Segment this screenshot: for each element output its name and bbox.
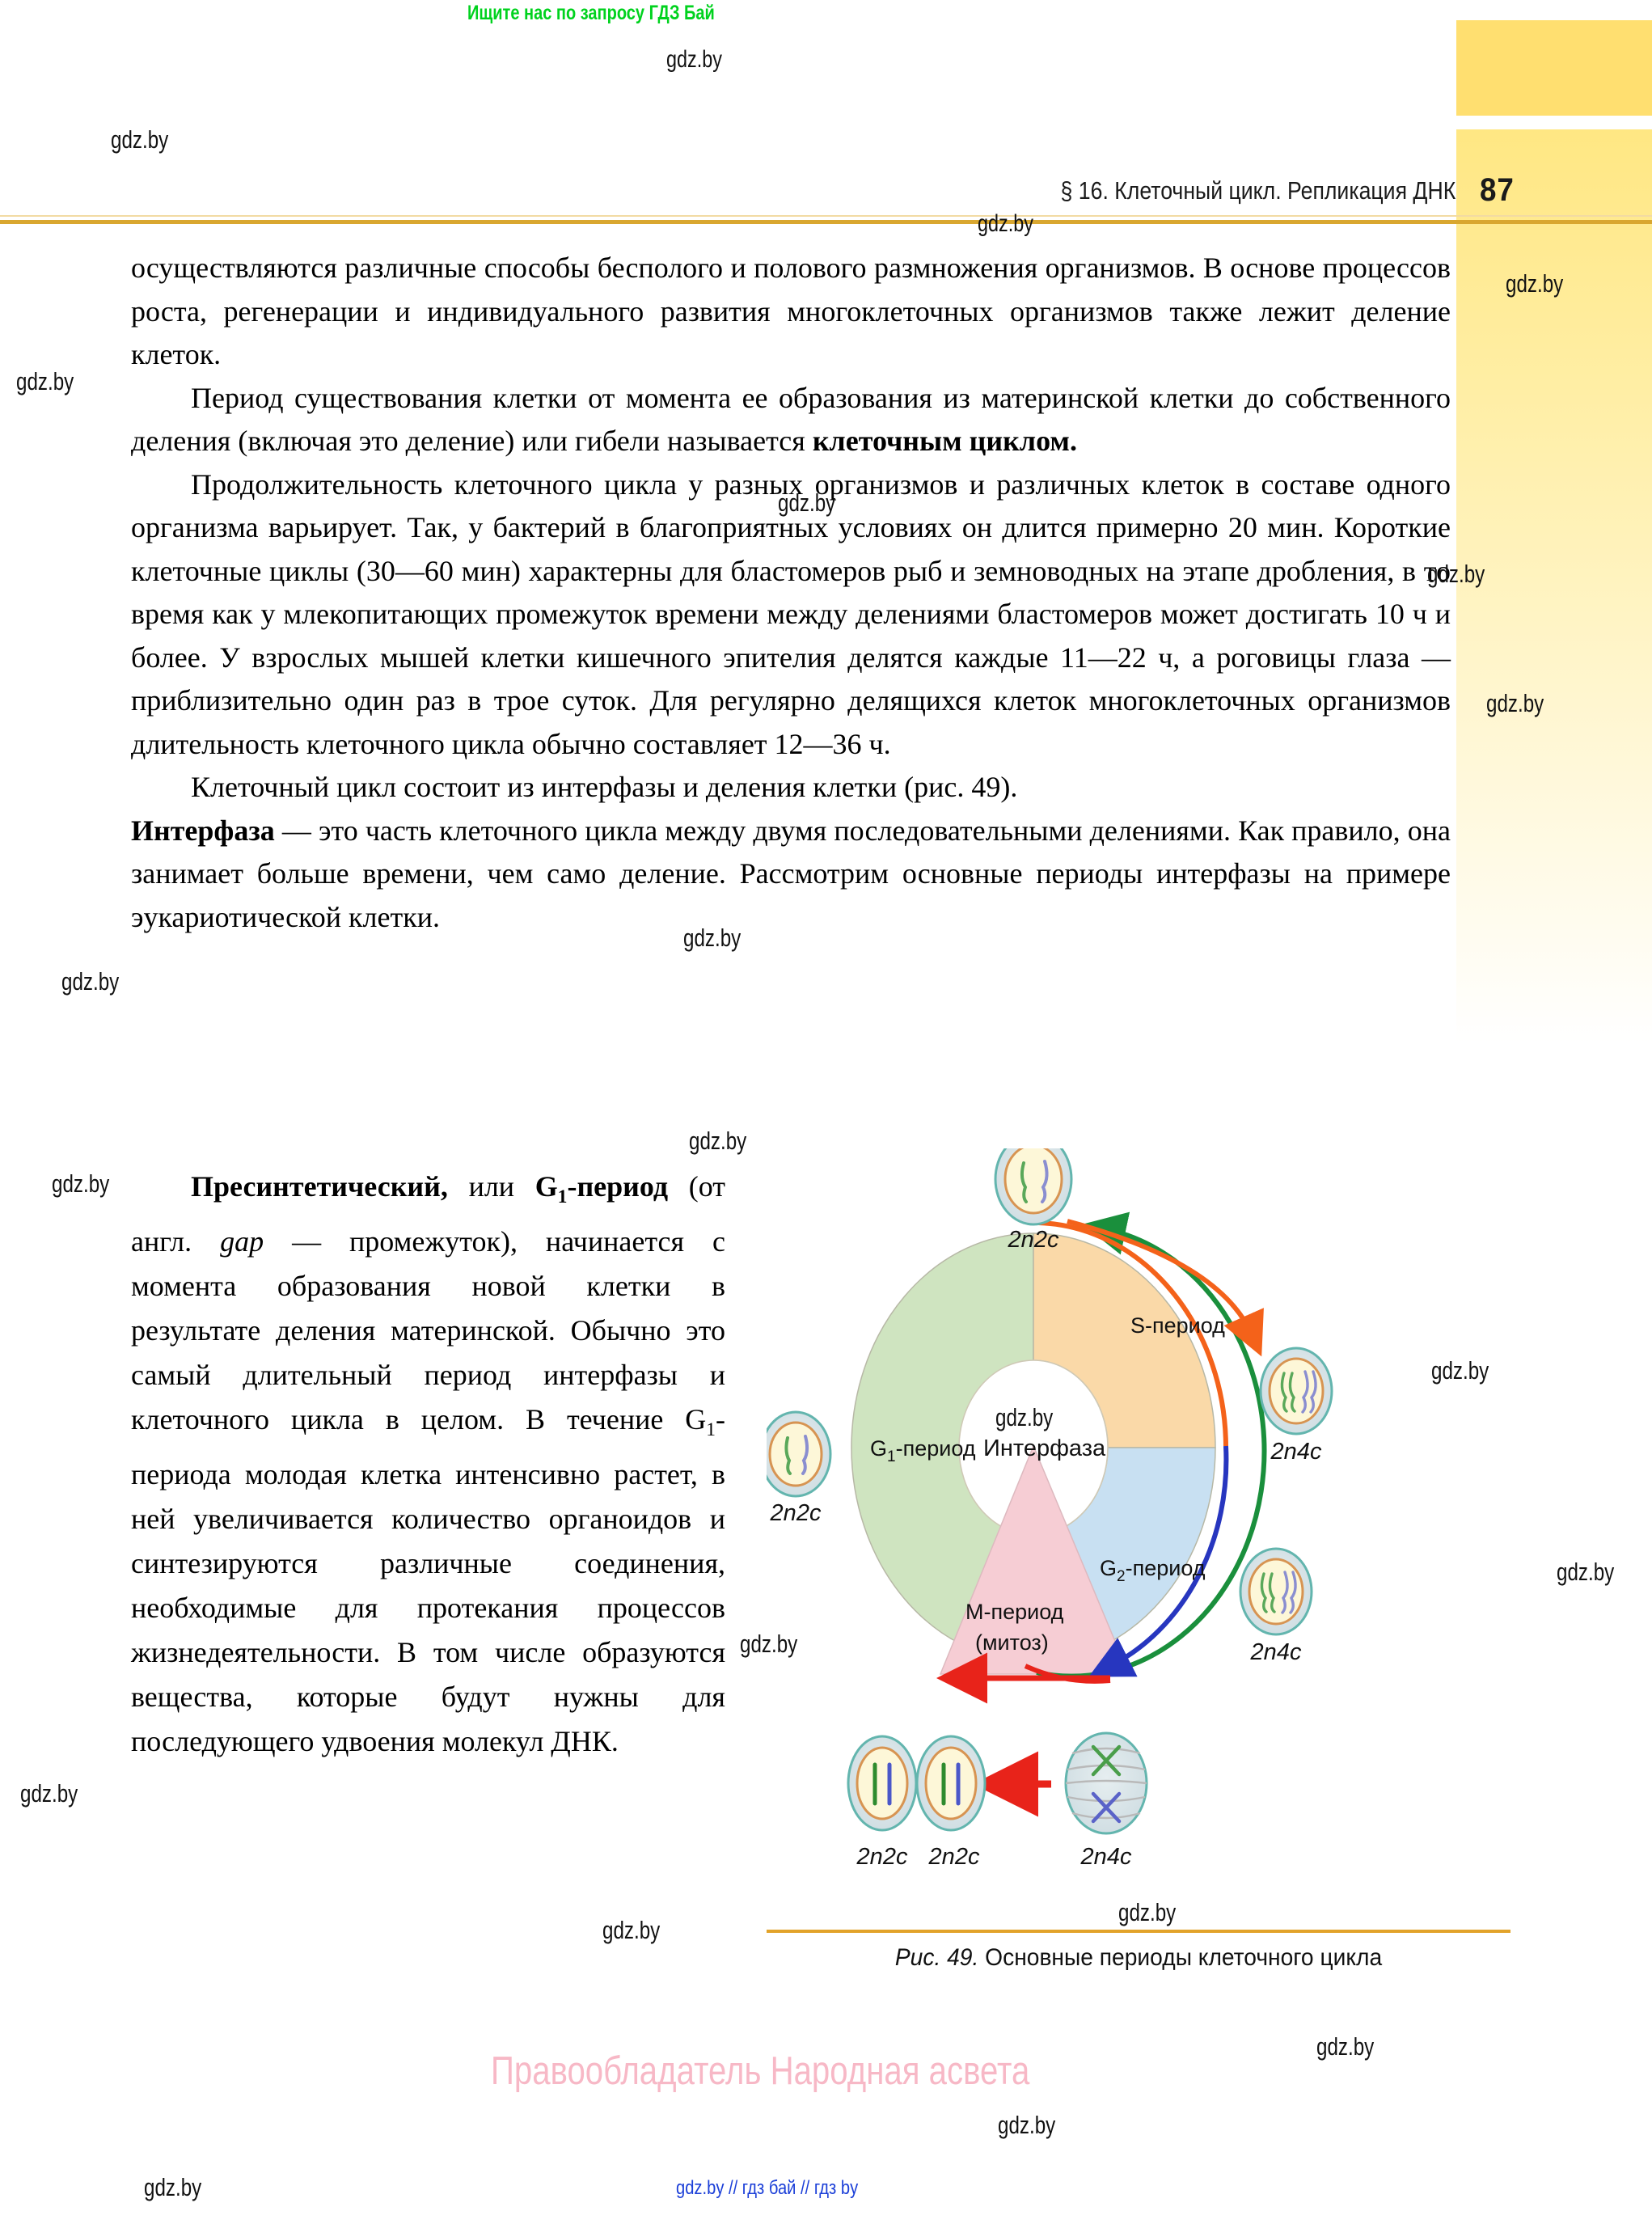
cell-right-upper bbox=[1259, 1347, 1333, 1435]
paragraph-6-mid: или bbox=[447, 1170, 535, 1203]
watermark-gdz: gdz.by bbox=[144, 2173, 202, 2201]
cell-label-daughter-left: 2n2c bbox=[856, 1844, 908, 1870]
cell-top bbox=[994, 1132, 1073, 1226]
section-header-title: § 16. Клеточный цикл. Репликация ДНК bbox=[1060, 176, 1456, 205]
g1-suffix: -период bbox=[567, 1170, 669, 1203]
cell-daughter-right bbox=[915, 1735, 987, 1832]
watermark-gdz: gdz.by bbox=[52, 1169, 110, 1198]
latin-gap: gap bbox=[220, 1225, 264, 1258]
cell-bottom-metaphase bbox=[1064, 1731, 1148, 1835]
figure-divider-rule bbox=[767, 1930, 1510, 1933]
cell-label-left: 2n2c bbox=[770, 1500, 822, 1526]
arrow-g2-arc bbox=[1088, 1445, 1229, 1677]
paragraph-2: Период существования клетки от момента е… bbox=[131, 377, 1451, 463]
watermark-gdz: gdz.by bbox=[1316, 2032, 1375, 2061]
paragraph-6-c: -периода молодая клетка интенсивно расте… bbox=[131, 1403, 725, 1758]
watermark-gdz: gdz.by bbox=[111, 125, 169, 154]
watermark-gdz: gdz.by bbox=[20, 1779, 78, 1808]
label-m-period: M-период bbox=[965, 1600, 1064, 1624]
watermark-gdz: gdz.by bbox=[666, 46, 722, 73]
cell-left bbox=[759, 1410, 832, 1498]
cell-cycle-svg: G1-период S-период G2-период M-период (м… bbox=[759, 1132, 1333, 1870]
term-g1-period: G1-период bbox=[534, 1170, 669, 1207]
page-number-tab bbox=[1456, 20, 1652, 116]
label-interphase: Интерфаза bbox=[983, 1435, 1106, 1461]
figure-caption-text: Основные периоды клеточного цикла bbox=[978, 1944, 1383, 1971]
header-rule-thin bbox=[0, 215, 1652, 217]
watermark-gdz: gdz.by bbox=[16, 367, 74, 395]
cell-label-top: 2n2c bbox=[1008, 1227, 1059, 1253]
g1-subscript-2: 1 bbox=[706, 1419, 716, 1441]
g1-subscript: 1 bbox=[557, 1186, 568, 1208]
watermark-top-banner: Ищите нас по запросу ГДЗ Бай bbox=[467, 2, 715, 24]
cycle-wheel bbox=[851, 1233, 1216, 1675]
paragraph-2-text: Период существования клетки от момента е… bbox=[131, 381, 1451, 458]
figure-caption-number: Рис. 49. bbox=[894, 1944, 979, 1971]
paragraph-1: осуществляются различные способы бесполо… bbox=[131, 252, 1451, 370]
watermark-gdz: gdz.by bbox=[602, 1916, 661, 1944]
paragraph-4: Клеточный цикл состоит из интерфазы и де… bbox=[191, 771, 1018, 803]
decorative-yellow-margin-strip bbox=[1456, 129, 1652, 1043]
left-text-column: Пресинтетический, или G1-период (от англ… bbox=[131, 1165, 725, 1764]
figure-cell-cycle-diagram: G1-период S-период G2-период M-период (м… bbox=[759, 1132, 1527, 1925]
paragraph-5: Интерфаза — это часть клеточного цикла м… bbox=[131, 810, 1451, 940]
term-interphase: Интерфаза bbox=[131, 814, 275, 847]
label-mitosis: (митоз) bbox=[975, 1630, 1049, 1655]
main-text-column: осуществляются различные способы бесполо… bbox=[131, 247, 1451, 939]
page-number: 87 bbox=[1480, 172, 1515, 208]
header-rule bbox=[0, 220, 1652, 224]
watermark-gdz: gdz.by bbox=[1557, 1558, 1615, 1586]
paragraph-6-b: — промежуток), начинается с момента обра… bbox=[131, 1225, 725, 1436]
paragraph-6: Пресинтетический, или G1-период (от англ… bbox=[131, 1165, 725, 1764]
watermark-copyright: Правообладатель Народная асвета bbox=[491, 2049, 1030, 2093]
g1-letter: G bbox=[534, 1170, 558, 1203]
footer-links: gdz.by // гдз бай // гдз by bbox=[676, 2177, 859, 2199]
cell-label-bottom-right: 2n4c bbox=[1080, 1844, 1132, 1870]
arrow-m-arc bbox=[1024, 1664, 1111, 1684]
paragraph-3: Продолжительность клеточного цикла у раз… bbox=[131, 467, 1451, 760]
cell-label-right-upper: 2n4c bbox=[1270, 1439, 1322, 1465]
term-cell-cycle: клеточным циклом. bbox=[812, 425, 1077, 457]
paragraph-5-text: — это часть клеточного цикла между двумя… bbox=[131, 814, 1451, 933]
paragraph-6-a: (от англ. bbox=[131, 1170, 726, 1258]
watermark-gdz: gdz.by bbox=[61, 967, 120, 996]
cell-label-daughter-right: 2n2c bbox=[928, 1844, 980, 1870]
watermark-gdz: gdz.by bbox=[998, 2111, 1056, 2139]
cell-label-right-lower: 2n4c bbox=[1250, 1639, 1302, 1665]
cell-daughter-left bbox=[847, 1735, 918, 1832]
sector-m-mitosis bbox=[939, 1444, 1130, 1675]
figure-caption: Рис. 49. Основные периоды клеточного цик… bbox=[789, 1944, 1489, 1972]
arrow-s-arc bbox=[1037, 1220, 1228, 1447]
term-presynthetic: Пресинтетический, bbox=[191, 1170, 448, 1203]
cell-right-lower bbox=[1239, 1547, 1313, 1636]
watermark-gdz: gdz.by bbox=[689, 1127, 747, 1155]
arrow-replication bbox=[1067, 1219, 1264, 1357]
label-s-period: S-период bbox=[1130, 1313, 1225, 1338]
